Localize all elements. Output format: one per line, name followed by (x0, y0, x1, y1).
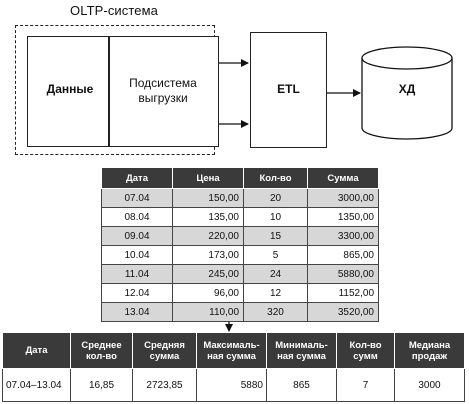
column-header: Медиана продаж (394, 332, 465, 369)
sales-median-cell: 3000 (394, 368, 465, 402)
table-row: 08.04 135,00 10 1350,00 (101, 207, 379, 227)
etl-box (250, 32, 327, 148)
date-cell: 09.04 (101, 226, 173, 246)
column-header: Кол-во сумм (336, 332, 395, 369)
date-cell: 07.04 (101, 188, 173, 208)
etl-label: ETL (277, 82, 300, 96)
sum-cell: 3300,00 (307, 226, 379, 246)
min-sum-cell: 865 (266, 368, 337, 402)
price-cell: 96,00 (172, 283, 244, 303)
column-header: Среднее кол-во (70, 332, 133, 369)
data-label: Данные (46, 82, 94, 96)
sum-cell: 865,00 (307, 245, 379, 265)
column-header: Средняя сумма (132, 332, 197, 369)
column-header: Минималь-ная сумма (266, 332, 337, 369)
column-header: Дата (2, 332, 71, 369)
dw-cylinder-icon (361, 46, 453, 140)
avg-sum-cell: 2723,85 (132, 368, 197, 402)
data-warehouse-label: ХД (398, 82, 416, 96)
table-row: 12.04 96,00 12 1152,00 (101, 283, 379, 303)
oltp-system-title: OLTP-система (70, 3, 158, 18)
quantity-cell: 20 (243, 188, 308, 208)
table-row: 10.04 173,00 5 865,00 (101, 245, 379, 265)
column-header: Дата (101, 167, 173, 189)
quantity-cell: 24 (243, 264, 308, 284)
sum-cell: 3000,00 (307, 188, 379, 208)
table-row: 09.04 220,00 15 3300,00 (101, 226, 379, 246)
table-header-row: Дата Среднее кол-во Средняя сумма Максим… (2, 332, 465, 369)
aggregate-table: Дата Среднее кол-во Средняя сумма Максим… (2, 332, 465, 402)
date-cell: 08.04 (101, 207, 173, 227)
sum-cell: 3520,00 (307, 302, 379, 322)
table-row: 07.04 150,00 20 3000,00 (101, 188, 379, 208)
date-cell: 10.04 (101, 245, 173, 265)
price-cell: 173,00 (172, 245, 244, 265)
source-sales-table: Дата Цена Кол-во Сумма 07.04 150,00 20 3… (101, 167, 379, 322)
sum-cell: 5880,00 (307, 264, 379, 284)
price-cell: 110,00 (172, 302, 244, 322)
quantity-cell: 12 (243, 283, 308, 303)
quantity-cell: 5 (243, 245, 308, 265)
sum-count-cell: 7 (336, 368, 395, 402)
data-subsystem-box (27, 36, 219, 147)
quantity-cell: 320 (243, 302, 308, 322)
date-cell: 12.04 (101, 283, 173, 303)
price-cell: 150,00 (172, 188, 244, 208)
price-cell: 245,00 (172, 264, 244, 284)
sum-cell: 1350,00 (307, 207, 379, 227)
column-header: Кол-во (243, 167, 308, 189)
quantity-cell: 15 (243, 226, 308, 246)
column-header: Максималь-ная сумма (196, 332, 267, 369)
box-divider (108, 36, 110, 147)
table-row: 11.04 245,00 24 5880,00 (101, 264, 379, 284)
period-cell: 07.04–13.04 (2, 368, 71, 402)
quantity-cell: 10 (243, 207, 308, 227)
export-subsystem-label: Подсистема выгрузки (129, 76, 197, 105)
date-cell: 13.04 (101, 302, 173, 322)
table-row: 07.04–13.04 16,85 2723,85 5880 865 7 300… (2, 368, 465, 402)
price-cell: 220,00 (172, 226, 244, 246)
table-row: 13.04 110,00 320 3520,00 (101, 302, 379, 322)
column-header: Сумма (307, 167, 379, 189)
price-cell: 135,00 (172, 207, 244, 227)
date-cell: 11.04 (101, 264, 173, 284)
sum-cell: 1152,00 (307, 283, 379, 303)
table-header-row: Дата Цена Кол-во Сумма (101, 167, 379, 189)
column-header: Цена (172, 167, 244, 189)
max-sum-cell: 5880 (196, 368, 267, 402)
avg-quantity-cell: 16,85 (70, 368, 133, 402)
